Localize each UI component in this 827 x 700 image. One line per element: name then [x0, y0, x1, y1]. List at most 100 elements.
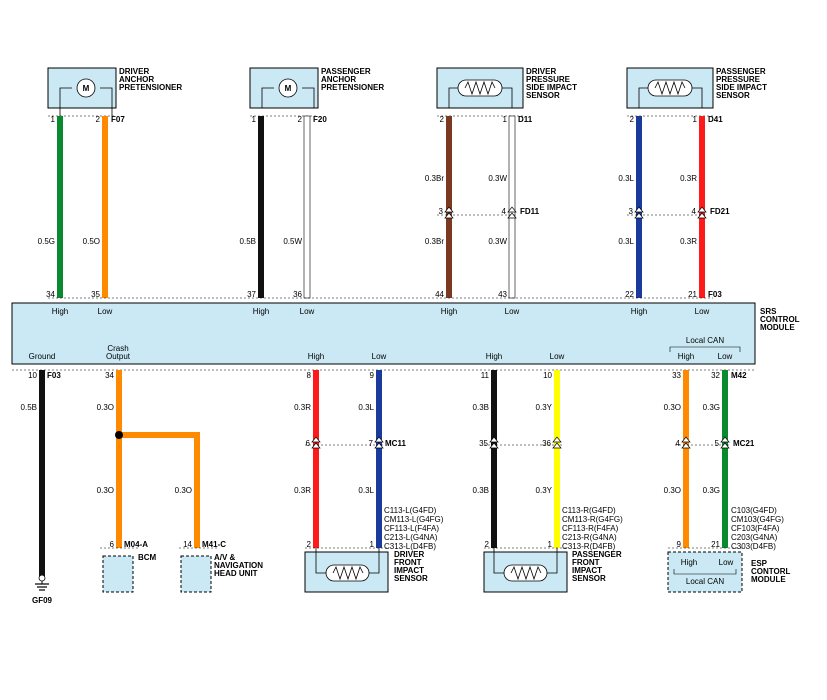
svg-text:0.3B: 0.3B [473, 403, 489, 412]
svg-text:0.5O: 0.5O [83, 237, 100, 246]
harness-list-right: C113-R(G4FD) CM113-R(G4FG) CF113-R(F4FA)… [562, 506, 623, 551]
svg-text:1: 1 [548, 540, 553, 549]
svg-text:0.3L: 0.3L [358, 486, 374, 495]
svg-text:0.3R: 0.3R [294, 486, 311, 495]
harness-list-left: C113-L(G4FD) CM113-L(G4FG) CF113-L(F4FA)… [384, 506, 444, 551]
svg-text:3: 3 [629, 207, 634, 216]
svg-text:2: 2 [298, 115, 303, 124]
svg-text:C313-L(D4FB): C313-L(D4FB) [384, 542, 436, 551]
svg-text:7: 7 [369, 439, 374, 448]
svg-text:4: 4 [676, 439, 681, 448]
svg-text:1: 1 [503, 115, 508, 124]
svg-text:F03: F03 [708, 290, 722, 299]
svg-text:0.3L: 0.3L [358, 403, 374, 412]
terminal-high: High [441, 307, 457, 316]
svg-text:0.5G: 0.5G [38, 237, 55, 246]
svg-text:11: 11 [481, 371, 490, 380]
wire-green-upper [57, 116, 63, 298]
svg-text:36: 36 [542, 439, 551, 448]
svg-text:MC11: MC11 [385, 439, 406, 448]
svg-text:1: 1 [252, 115, 257, 124]
svg-text:32: 32 [711, 371, 720, 380]
svg-text:0.5B: 0.5B [21, 403, 37, 412]
svg-text:C303(D4FB): C303(D4FB) [731, 542, 776, 551]
svg-text:4: 4 [692, 207, 697, 216]
terminal-ground: Ground [29, 352, 56, 361]
terminal-low: Low [372, 352, 387, 361]
svg-text:6: 6 [306, 439, 311, 448]
wire-yellow-right [554, 370, 560, 548]
passenger-anchor-pretensioner: M [249, 67, 319, 109]
svg-text:F07: F07 [111, 115, 125, 124]
ground-icon [35, 574, 49, 591]
svg-text:14: 14 [183, 540, 192, 549]
svg-text:0.3R: 0.3R [680, 237, 697, 246]
svg-text:C213-L(G4NA): C213-L(G4NA) [384, 533, 438, 542]
svg-text:33: 33 [672, 371, 681, 380]
svg-text:0.3W: 0.3W [488, 174, 507, 183]
svg-text:0.3B: 0.3B [473, 486, 489, 495]
srs-control-module [11, 302, 756, 365]
svg-text:0.3W: 0.3W [488, 237, 507, 246]
svg-text:0.3G: 0.3G [703, 486, 720, 495]
wire-red-left [313, 370, 319, 548]
svg-text:35: 35 [91, 290, 100, 299]
svg-text:9: 9 [677, 540, 682, 549]
svg-text:34: 34 [46, 290, 55, 299]
svg-text:21: 21 [711, 540, 720, 549]
terminal-local-can: Local CAN [686, 336, 724, 345]
svg-text:FD21: FD21 [710, 207, 730, 216]
terminal-high: High [52, 307, 68, 316]
svg-text:0.3R: 0.3R [680, 174, 697, 183]
wire-orange-crash [116, 370, 122, 548]
svg-text:CF103(F4FA): CF103(F4FA) [731, 524, 780, 533]
wire-labels: 0.5G 0.5O 0.5B 0.5W 0.3Br 0.3W 0.3Br 0.3… [21, 174, 720, 495]
svg-text:5: 5 [715, 439, 720, 448]
svg-text:0.5B: 0.5B [240, 237, 256, 246]
svg-text:4: 4 [502, 207, 507, 216]
svg-text:0.3O: 0.3O [664, 403, 681, 412]
svg-text:D41: D41 [708, 115, 723, 124]
bcm-label: BCM [138, 553, 157, 562]
wire-orange-upper [102, 116, 108, 298]
terminal-low: Low [695, 307, 710, 316]
svg-text:CM113-R(G4FG): CM113-R(G4FG) [562, 515, 623, 524]
svg-text:9: 9 [370, 371, 375, 380]
wire-orange-branch-v [194, 432, 200, 548]
svg-text:36: 36 [293, 290, 302, 299]
svg-text:0.3Br: 0.3Br [425, 174, 444, 183]
wire-black-right [491, 370, 497, 548]
svg-text:0.3O: 0.3O [97, 403, 114, 412]
svg-text:0.3Br: 0.3Br [425, 237, 444, 246]
svg-text:FD11: FD11 [520, 207, 540, 216]
terminal-high: High [308, 352, 324, 361]
svg-text:CF113-L(F4FA): CF113-L(F4FA) [384, 524, 439, 533]
pin-numbers: 1 2 1 2 2 1 2 1 3 4 3 4 34 35 37 36 44 4… [28, 115, 720, 549]
wire-orange-esp [683, 370, 689, 548]
resistor-icon [510, 565, 542, 581]
terminal-low: Low [98, 307, 113, 316]
terminal-high: High [631, 307, 647, 316]
svg-text:0.3L: 0.3L [618, 174, 634, 183]
svg-text:2: 2 [485, 540, 490, 549]
passenger-front-impact-sensor [483, 548, 568, 593]
wire-blue-left [376, 370, 382, 548]
svg-text:D11: D11 [518, 115, 533, 124]
connector-ids: F07 F20 D11 D41 FD11 FD21 F03 F03 M42 MC… [47, 115, 755, 549]
svg-text:M04-A: M04-A [124, 540, 148, 549]
svg-text:21: 21 [688, 290, 697, 299]
svg-text:0.3O: 0.3O [664, 486, 681, 495]
svg-text:34: 34 [105, 371, 114, 380]
terminal-low: Low [719, 558, 734, 567]
svg-text:C313-R(D4FB): C313-R(D4FB) [562, 542, 616, 551]
svg-text:C113-L(G4FD): C113-L(G4FD) [384, 506, 437, 515]
svg-text:22: 22 [625, 290, 634, 299]
harness-list-esp: C103(G4FD) CM103(G4FG) CF103(F4FA) C203(… [731, 506, 784, 551]
terminal-high: High [681, 558, 697, 567]
